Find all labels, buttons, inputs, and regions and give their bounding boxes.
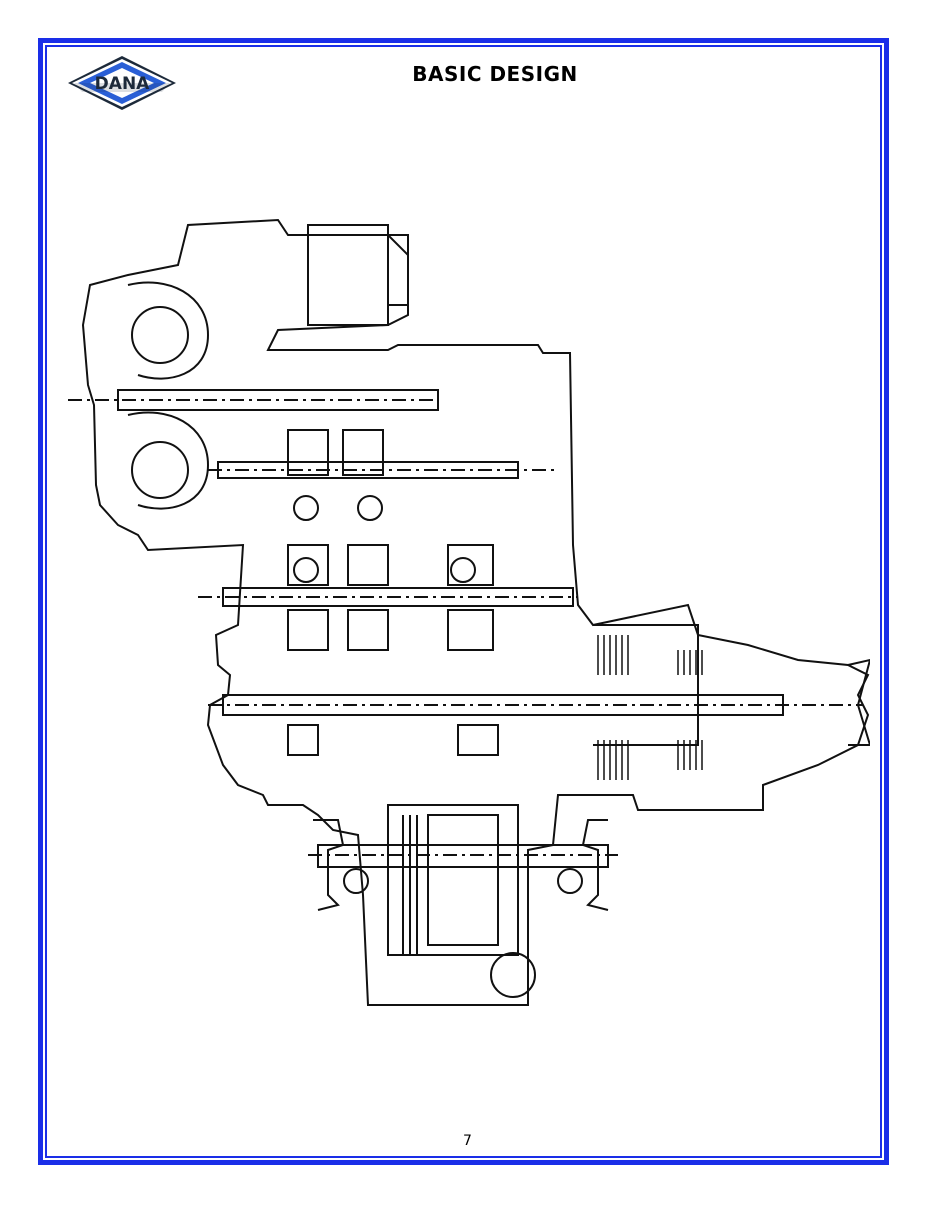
page-number: 7 <box>463 1133 472 1149</box>
logo-text: DANA <box>95 74 150 94</box>
dana-logo: DANA <box>68 56 176 110</box>
page-title: BASIC DESIGN <box>412 62 578 86</box>
page-border-outer <box>38 38 889 1165</box>
transmission-cross-section-drawing <box>68 218 870 1006</box>
page-border-inner <box>45 45 882 1158</box>
